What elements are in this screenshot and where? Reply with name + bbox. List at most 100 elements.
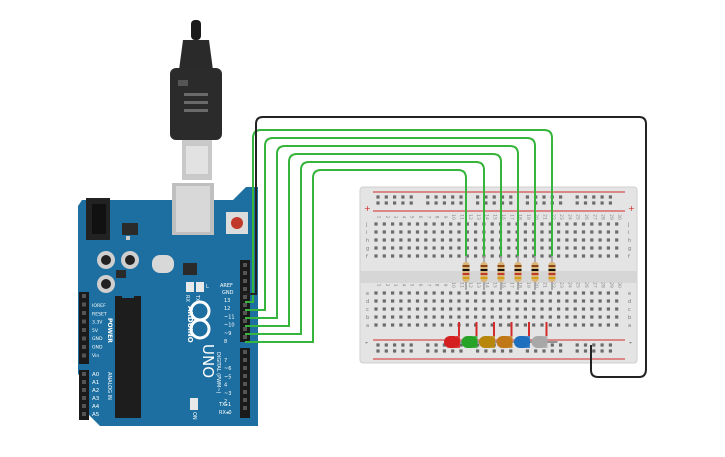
breadboard-hole <box>515 323 519 327</box>
resistor[interactable] <box>548 256 556 290</box>
breadboard-hole <box>399 307 403 311</box>
breadboard-hole <box>559 343 563 347</box>
breadboard-column-number: 12 <box>467 214 473 220</box>
resistors[interactable] <box>462 256 556 290</box>
power-pin-label: 3.3V <box>92 320 103 326</box>
breadboard-row-letter: g <box>366 246 369 252</box>
breadboard-hole <box>442 343 446 347</box>
breadboard-row-letter: f <box>366 254 368 260</box>
breadboard-hole <box>374 307 378 311</box>
breadboard-hole <box>382 307 386 311</box>
breadboard-hole <box>442 201 446 205</box>
breadboard-hole <box>374 323 378 327</box>
breadboard-hole <box>490 254 494 258</box>
breadboard-hole <box>407 299 411 303</box>
analog-pin-label: A4 <box>92 404 100 410</box>
breadboard-hole <box>442 349 446 353</box>
breadboard-hole <box>583 195 588 199</box>
breadboard-hole <box>474 238 478 242</box>
signal-wire[interactable] <box>245 145 519 319</box>
breadboard-hole <box>557 246 561 250</box>
breadboard-hole <box>382 323 386 327</box>
breadboard-hole <box>465 254 469 258</box>
breadboard-hole <box>465 238 469 242</box>
led[interactable] <box>531 336 558 348</box>
breadboard-row-letter: i <box>366 230 367 236</box>
breadboard-hole <box>590 222 594 226</box>
analog-header[interactable] <box>79 370 89 420</box>
ground-wire[interactable] <box>245 116 647 378</box>
breadboard-hole <box>565 254 569 258</box>
digital-pin-label: ~10 <box>224 323 235 329</box>
breadboard-hole <box>575 349 579 353</box>
signal-wire[interactable] <box>245 129 553 303</box>
breadboard-hole <box>374 222 378 226</box>
breadboard-hole <box>532 315 536 319</box>
breadboard-hole <box>432 291 436 295</box>
breadboard-hole <box>540 238 544 242</box>
breadboard-row-letter: j <box>365 222 367 228</box>
leds[interactable] <box>444 336 558 348</box>
wires[interactable] <box>245 116 647 378</box>
breadboard-column-number: 19 <box>525 214 531 220</box>
signal-wire[interactable] <box>245 169 467 343</box>
breadboard-hole <box>391 291 395 295</box>
breadboard-hole <box>557 291 561 295</box>
breadboard-hole <box>424 254 428 258</box>
breadboard-hole <box>424 222 428 226</box>
breadboard-hole <box>606 299 610 303</box>
breadboard-hole <box>557 323 561 327</box>
breadboard-hole <box>557 315 561 319</box>
breadboard-hole <box>557 307 561 311</box>
breadboard-hole <box>532 230 536 234</box>
arduino-uno-board[interactable]: ARDUINO UNO ON TX RX L DIGITAL (PWM~) PO… <box>78 183 258 426</box>
breadboard-hole <box>590 230 594 234</box>
breadboard-hole <box>391 230 395 234</box>
resistor[interactable] <box>462 256 470 290</box>
header-hole <box>82 380 86 384</box>
breadboard-hole <box>382 299 386 303</box>
digital-pin-label: 12 <box>224 306 230 312</box>
digital-pin-label: 7 <box>224 358 227 364</box>
breadboard-row-letter: g <box>628 246 631 252</box>
usb-cable[interactable] <box>170 20 222 180</box>
breadboard-hole <box>449 222 453 226</box>
breadboard-column-number: 21 <box>542 214 548 220</box>
breadboard-hole <box>449 299 453 303</box>
breadboard-hole <box>393 343 397 347</box>
breadboard-hole <box>474 254 478 258</box>
breadboard-hole <box>581 230 586 234</box>
breadboard-column-number: 20 <box>533 282 539 288</box>
resistor[interactable] <box>514 256 522 290</box>
resistor[interactable] <box>480 256 488 290</box>
breadboard-column-number: 23 <box>558 214 564 220</box>
breadboard-hole <box>498 315 503 319</box>
breadboard-column-number: 11 <box>459 214 465 220</box>
breadboard-hole <box>440 315 444 319</box>
breadboard-hole <box>515 307 519 311</box>
breadboard-row-letter: a <box>366 323 369 329</box>
breadboard-hole <box>598 230 602 234</box>
breadboard-hole <box>449 307 453 311</box>
header-hole <box>82 311 86 315</box>
signal-wire[interactable] <box>245 153 502 327</box>
breadboard-hole <box>432 299 436 303</box>
breadboard-column-number: 17 <box>508 214 514 220</box>
breadboard-hole <box>451 201 455 205</box>
signal-wire[interactable] <box>245 161 485 335</box>
breadboard-hole <box>581 254 586 258</box>
breadboard-hole <box>573 230 577 234</box>
resistor[interactable] <box>531 256 539 290</box>
on-led-label: ON <box>191 412 197 420</box>
breadboard-hole <box>590 323 594 327</box>
resistor[interactable] <box>497 256 505 290</box>
breadboard-hole <box>490 323 494 327</box>
breadboard-hole <box>523 254 527 258</box>
header-hole <box>82 302 86 307</box>
breadboard-column-number: 30 <box>616 282 622 288</box>
gnd-pin-label: GND <box>222 290 234 296</box>
breadboard-hole <box>465 299 469 303</box>
signal-wire[interactable] <box>245 137 536 311</box>
